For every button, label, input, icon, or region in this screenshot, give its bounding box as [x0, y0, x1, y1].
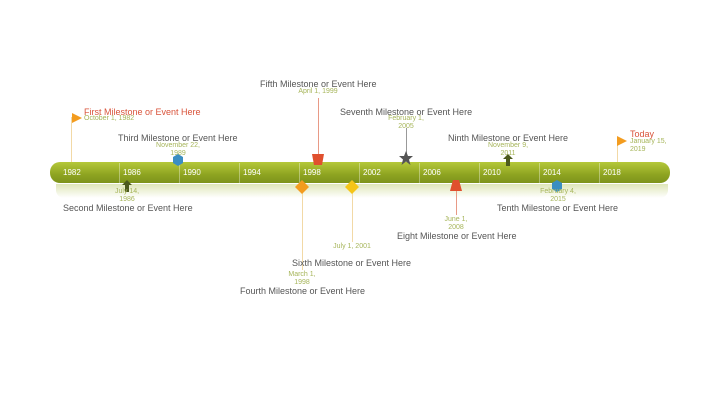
milestone-date: June 1, 2008 [444, 216, 468, 231]
bucket-marker-icon [450, 180, 462, 191]
milestone-title: Seventh Milestone or Event Here [340, 107, 473, 117]
year-tick-label: 1986 [123, 168, 141, 177]
milestone-date: October 1, 1982 [84, 115, 135, 122]
connector-line [71, 117, 72, 162]
year-tick-label: 1994 [243, 168, 261, 177]
milestone-title: First Milestone or Event Here [84, 107, 201, 117]
flag-icon [72, 113, 82, 123]
timeline-shadow [56, 184, 668, 198]
year-tick-label: 2010 [483, 168, 501, 177]
year-separator [299, 163, 300, 183]
milestone-title: Fifth Milestone or Event Here [260, 79, 377, 89]
milestone-date: February 1, 2005 [388, 115, 424, 130]
arrow-up-marker-icon [122, 180, 132, 192]
milestone-title: Eight Milestone or Event Here [397, 231, 517, 241]
arrow-up-marker-icon [503, 154, 513, 166]
year-tick-label: 1990 [183, 168, 201, 177]
milestone-date: November 22, 1989 [156, 142, 200, 157]
year-tick-label: 1982 [63, 168, 81, 177]
milestone-date: November 9, 2011 [487, 142, 529, 157]
timeline-bar [50, 162, 670, 183]
year-separator [239, 163, 240, 183]
milestone-date: April 1, 1999 [298, 88, 338, 95]
year-separator [419, 163, 420, 183]
year-tick-label: 2014 [543, 168, 561, 177]
milestone-title: Ninth Milestone or Event Here [448, 133, 569, 143]
star-marker-icon [399, 151, 413, 165]
milestone-title: Third Milestone or Event Here [118, 133, 238, 143]
milestone-date: July 1, 2001 [333, 243, 371, 250]
connector-line [617, 140, 618, 162]
milestone-title: Second Milestone or Event Here [63, 203, 193, 213]
milestone-title: Tenth Milestone or Event Here [497, 203, 619, 213]
flag-icon [617, 136, 627, 146]
connector-line [456, 190, 457, 215]
hexagon-marker-icon [552, 180, 562, 192]
diamond-marker-icon [295, 180, 309, 194]
year-tick-label: 2002 [363, 168, 381, 177]
connector-line [302, 190, 303, 270]
year-separator [479, 163, 480, 183]
milestone-date: February 4, 2015 [540, 188, 576, 203]
year-separator [119, 163, 120, 183]
diamond-marker-icon [345, 180, 359, 194]
connector-line [318, 98, 319, 156]
bucket-marker-icon [312, 154, 324, 165]
connector-line [352, 190, 353, 242]
year-tick-label: 2018 [603, 168, 621, 177]
year-separator [539, 163, 540, 183]
connector-line [406, 128, 407, 154]
year-tick-label: 2006 [423, 168, 441, 177]
year-tick-label: 1998 [303, 168, 321, 177]
year-separator [179, 163, 180, 183]
year-separator [599, 163, 600, 183]
milestone-title: Fourth Milestone or Event Here [240, 286, 366, 296]
milestone-date: March 1, 1998 [288, 271, 316, 286]
milestone-date: July 14, 1986 [114, 188, 140, 203]
milestone-title: Sixth Milestone or Event Here [292, 258, 412, 268]
today-date: January 15, 2019 [630, 138, 667, 153]
year-separator [359, 163, 360, 183]
hexagon-marker-icon [173, 154, 183, 166]
today-title: Today [630, 129, 655, 139]
